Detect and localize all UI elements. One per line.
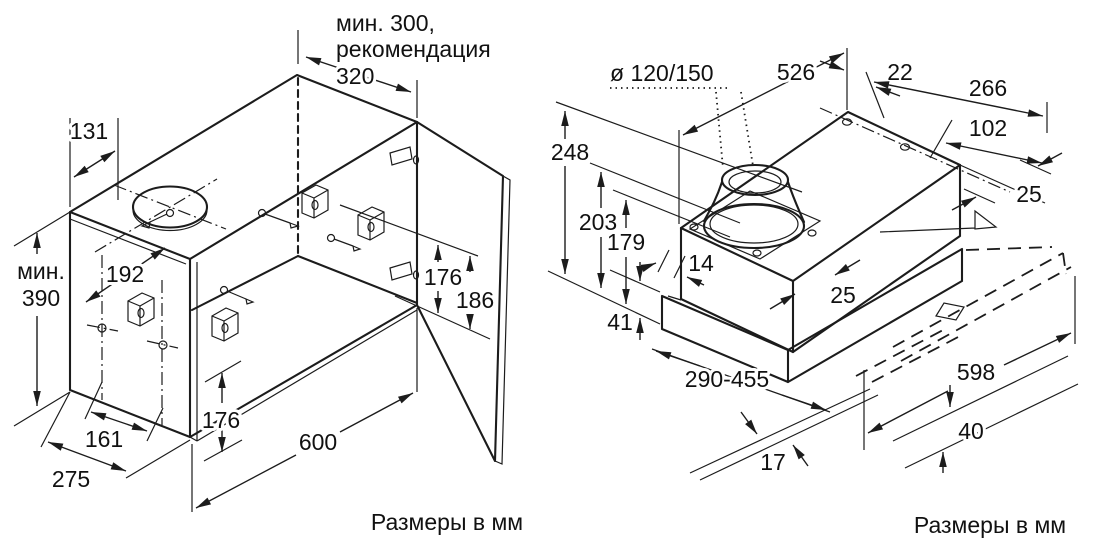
glide-rail (689, 388, 879, 481)
dim-40: 40 (939, 385, 987, 473)
mounting-bracket (127, 292, 155, 327)
dim-186-door: 186 (453, 256, 497, 329)
hood-front-face (791, 163, 962, 354)
svg-text:179: 179 (607, 229, 645, 255)
svg-text:41: 41 (607, 309, 633, 335)
drawer-handle (935, 302, 965, 321)
screw-hole (899, 143, 911, 151)
svg-text:25: 25 (830, 282, 856, 308)
dim-min-height: мин. 390 (13, 211, 71, 427)
dim-266: 266 (873, 72, 1048, 133)
svg-text:131: 131 (70, 118, 108, 144)
svg-text:40: 40 (958, 418, 984, 444)
mount-hole (97, 323, 107, 333)
mounting-bracket (301, 184, 329, 219)
drawer-extended-dashed (855, 246, 1072, 383)
screw (219, 285, 255, 305)
cabinet-drawing: мин. 300, рекомендация 320 131 мин. 390 … (13, 7, 526, 538)
dim-179: 179 (604, 189, 731, 304)
dim-41: 41 (604, 262, 661, 340)
cabinet-top-thickness (69, 218, 187, 265)
dim-600: 600 (191, 308, 418, 512)
dim-192: 192 (85, 247, 166, 303)
mount-hole (158, 340, 168, 350)
dim-17: 17 (740, 411, 809, 478)
cabinet-top-face (68, 73, 419, 261)
hood-drawing: ø 120/150 526 22 266 102 (547, 48, 1079, 538)
svg-text:176: 176 (424, 264, 462, 290)
dim-clearance-line2: рекомендация (336, 36, 491, 62)
dim-duct-diameter: ø 120/150 (607, 57, 754, 169)
screw (257, 208, 300, 229)
cabinet-back-wall (190, 120, 419, 312)
svg-text:598: 598 (957, 359, 995, 385)
door-hinge (389, 261, 413, 281)
svg-text:290-455: 290-455 (685, 366, 769, 392)
dim-526: 526 (678, 48, 848, 224)
dim-25-top: 25 (951, 152, 1063, 211)
dim-598: 598 (863, 276, 1076, 450)
dim-176-door: 176 (339, 204, 491, 340)
svg-text:248: 248 (551, 139, 589, 165)
dim-248: 248 (547, 101, 803, 325)
cabinet-door (389, 120, 511, 465)
dim-203: 203 (576, 162, 741, 288)
dim-14: 14 (637, 247, 717, 287)
caption-units-left: Размеры в мм (371, 509, 523, 535)
duct-collar (688, 163, 822, 260)
svg-text:176: 176 (202, 407, 240, 433)
svg-text:275: 275 (52, 466, 90, 492)
svg-text:22: 22 (887, 59, 913, 85)
svg-text:186: 186 (456, 287, 494, 313)
svg-text:102: 102 (969, 115, 1007, 141)
svg-text:17: 17 (760, 449, 786, 475)
mounting-bracket (211, 307, 239, 342)
svg-text:25: 25 (1016, 181, 1042, 207)
svg-text:192: 192 (106, 261, 144, 287)
dim-22: 22 (819, 56, 916, 119)
svg-text:14: 14 (688, 250, 714, 276)
telescopic-drawer (660, 247, 965, 384)
svg-text:266: 266 (969, 75, 1007, 101)
svg-text:203: 203 (579, 209, 617, 235)
svg-text:161: 161 (85, 426, 123, 452)
caption-units-right: Размеры в мм (914, 512, 1066, 538)
vent-hole (131, 185, 209, 229)
dim-275: 275 (40, 391, 191, 495)
dim-min-height-value: 390 (22, 285, 60, 311)
mounting-bracket (357, 206, 385, 241)
dim-131: 131 (67, 115, 119, 207)
dim-176-front: 176 (199, 360, 243, 462)
dim-top-clearance: мин. 300, рекомендация 320 (297, 7, 494, 118)
cabinet-gable (68, 210, 192, 439)
dim-min-height-word: мин. (17, 258, 65, 284)
screw (140, 208, 175, 229)
svg-text:ø 120/150: ø 120/150 (610, 60, 714, 86)
cabinet-bottom-edge (188, 303, 419, 439)
dim-161: 161 (82, 381, 164, 455)
svg-text:600: 600 (299, 429, 337, 455)
duct-flange-plate (688, 190, 822, 260)
wall-bracket (879, 209, 998, 233)
dim-clearance-line1: мин. 300, (336, 10, 435, 36)
svg-text:526: 526 (777, 59, 815, 85)
dim-290-455: 290-455 (651, 348, 831, 413)
door-hinge (389, 146, 413, 166)
dim-clearance-line3: 320 (336, 63, 374, 89)
screw (326, 233, 362, 252)
dim-25-front: 25 (769, 259, 861, 311)
glide-rail (892, 355, 1079, 469)
dim-102: 102 (929, 112, 1043, 164)
hood-top-face (679, 110, 962, 283)
